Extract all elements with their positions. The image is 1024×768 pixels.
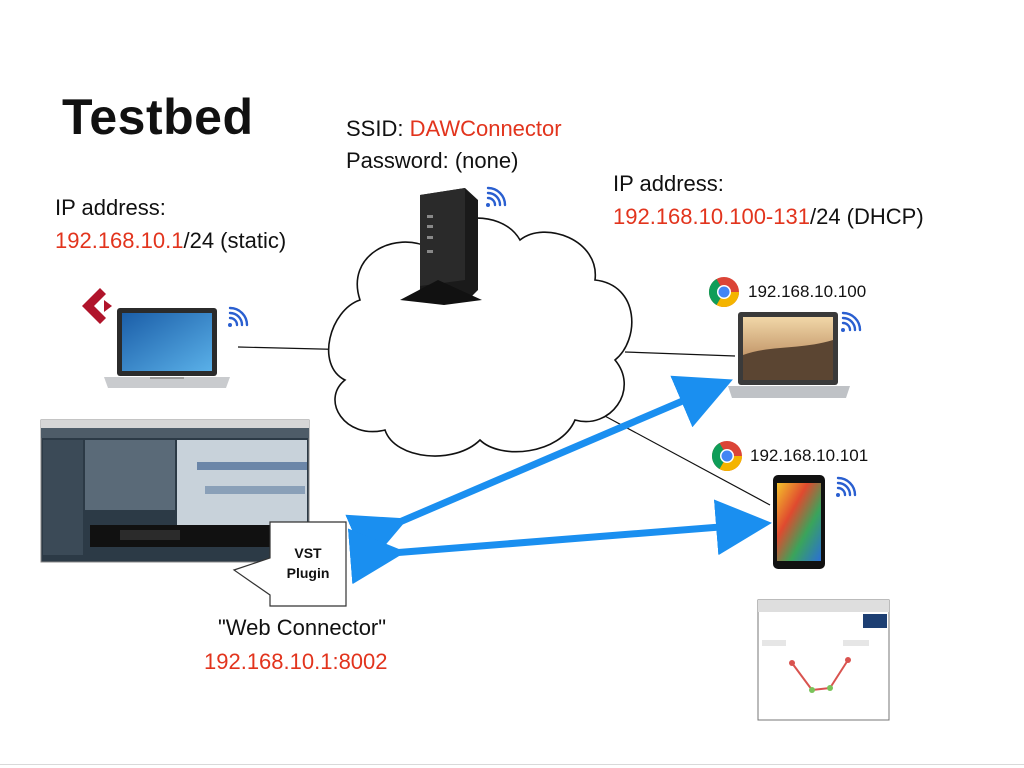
macbook-icon: [104, 308, 230, 388]
nexus-tablet-icon: [773, 475, 825, 569]
plugin-address: 192.168.10.1:8002: [204, 649, 388, 674]
plugin-name: "Web Connector": [218, 615, 387, 640]
vst-callout-line2: Plugin: [286, 565, 330, 581]
left-ip-value: 192.168.10.1: [55, 228, 184, 253]
right-ip-value: 192.168.10.100-131: [613, 204, 810, 229]
daw-screenshot: [40, 419, 310, 563]
ssid-value: DAWConnector: [409, 116, 562, 141]
chrome-icon: [708, 277, 742, 472]
web-ui-screenshot: [757, 599, 890, 721]
ssid-line: SSID: DAWConnector: [346, 113, 562, 145]
footer-divider: [0, 764, 1024, 765]
websocket-arrows: [345, 375, 772, 585]
chromebook-icon: [728, 312, 850, 398]
tablet-ip: 192.168.10.101: [750, 446, 869, 465]
cloud-shape: [327, 217, 633, 457]
wifi-icon: [228, 186, 862, 497]
link-tablet: [589, 407, 771, 506]
router-icon: [400, 188, 482, 305]
vst-callout-text: VST Plugin: [270, 543, 346, 583]
left-ip-line: 192.168.10.1/24 (static): [55, 225, 286, 257]
left-ip-suffix: /24 (static): [183, 228, 287, 253]
right-ip-line: 192.168.10.100-131/24 (DHCP): [613, 201, 924, 233]
link-chromebook: [624, 351, 736, 357]
left-ip-label: IP address:: [55, 195, 166, 220]
password-line: Password: (none): [346, 148, 519, 173]
slide-title: Testbed: [62, 89, 254, 145]
right-ip-label: IP address:: [613, 171, 724, 196]
ssid-label: SSID:: [346, 116, 410, 141]
laptop-ip: 192.168.10.100: [748, 282, 867, 301]
right-ip-suffix: /24 (DHCP): [809, 204, 924, 229]
cubase-logo-icon: [82, 288, 112, 324]
vst-callout-line1: VST: [294, 545, 322, 561]
